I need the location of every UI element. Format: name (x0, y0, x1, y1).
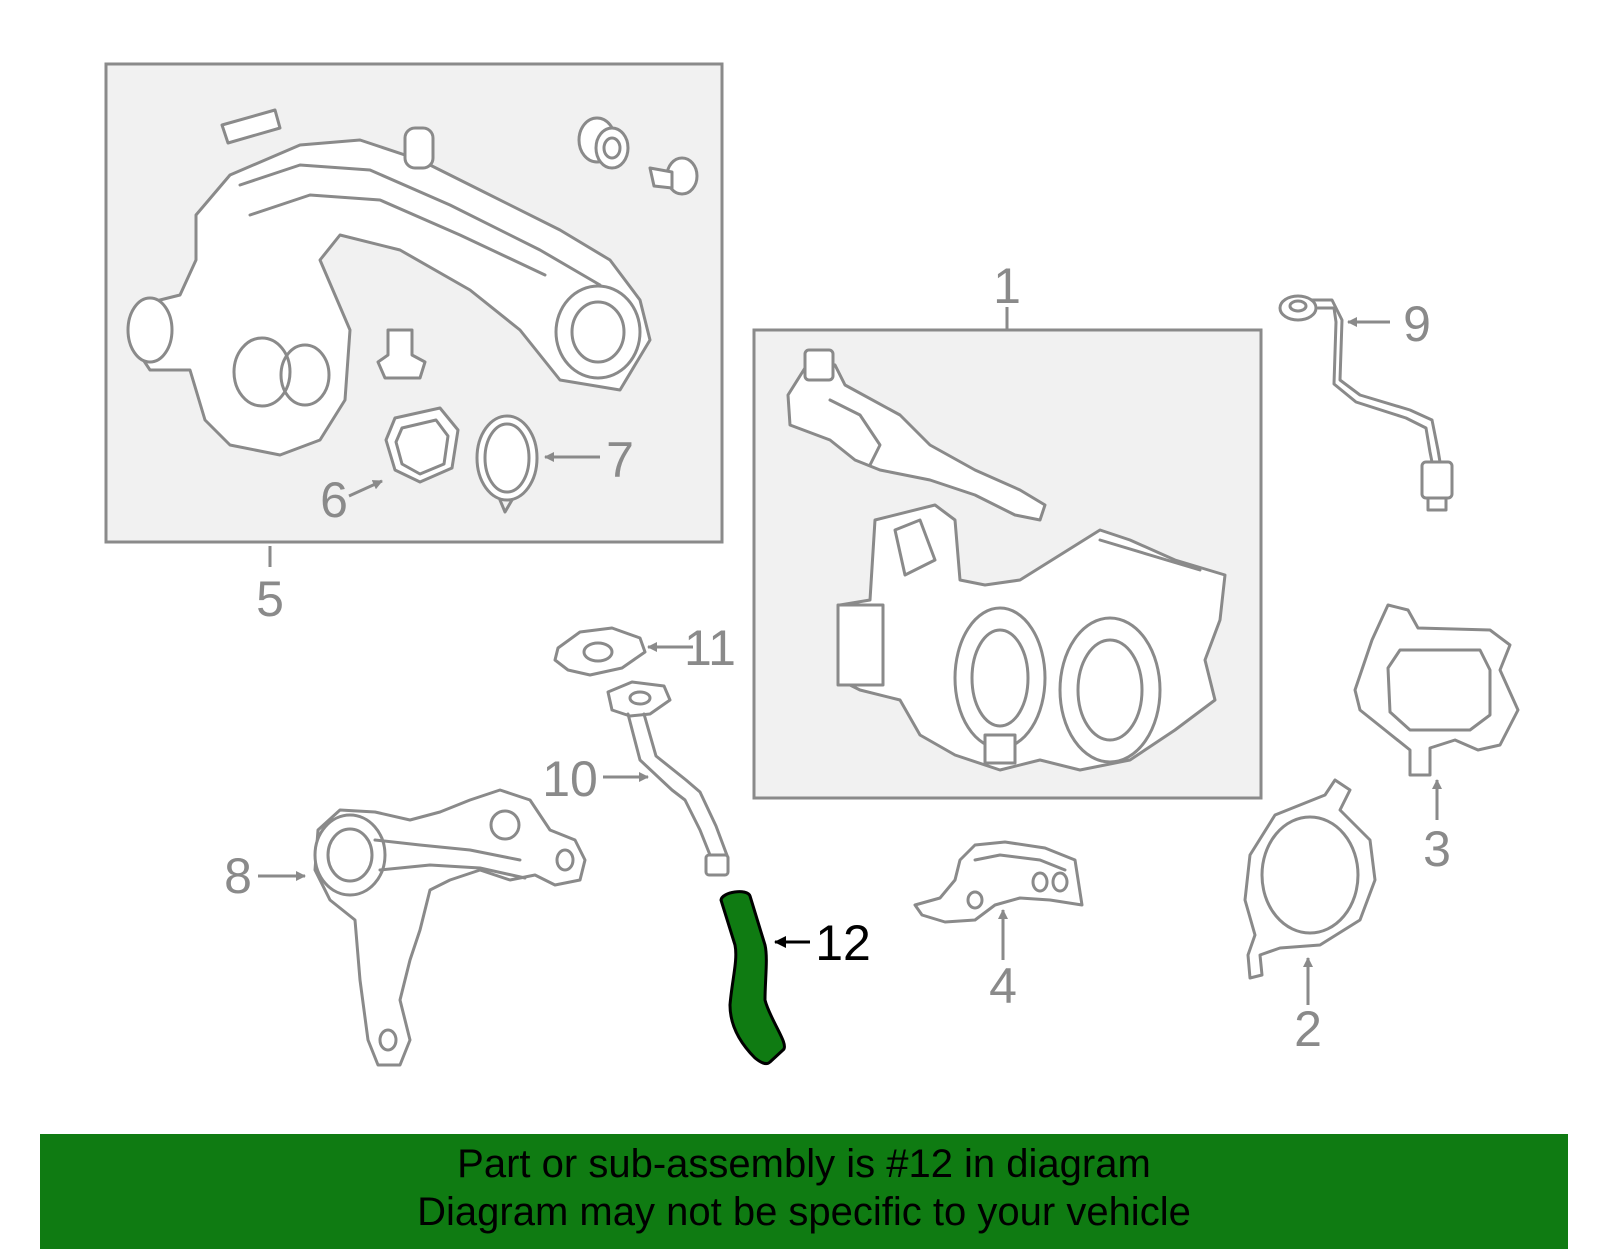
callout-10: 10 (542, 751, 598, 807)
callout-4: 4 (989, 958, 1017, 1014)
part-9-sensor (1278, 294, 1454, 512)
callout-11: 11 (684, 620, 736, 676)
part-4-bracket (913, 840, 1084, 924)
callout-6: 6 (320, 472, 348, 528)
callout-7: 7 (606, 432, 634, 488)
assembly-box-5 (104, 62, 724, 544)
part-11-gasket (553, 626, 647, 677)
banner-line-1: Part or sub-assembly is #12 in diagram (457, 1142, 1151, 1186)
part-2-gasket (1243, 778, 1377, 980)
info-banner: Part or sub-assembly is #12 in diagram D… (40, 1134, 1568, 1249)
callout-12: 12 (815, 915, 871, 971)
banner-line-2: Diagram may not be specific to your vehi… (417, 1190, 1191, 1234)
assembly-box-1 (752, 328, 1263, 800)
callout-2: 2 (1294, 1001, 1322, 1057)
callout-5: 5 (256, 571, 284, 627)
part-10-pipe (606, 680, 730, 877)
part-8-housing (313, 788, 587, 1067)
leader-lines (258, 307, 1442, 1005)
part-3-gasket (1353, 603, 1520, 777)
callout-8: 8 (224, 848, 252, 904)
callout-3: 3 (1423, 821, 1451, 877)
callout-1: 1 (993, 258, 1021, 314)
callout-9: 9 (1403, 296, 1431, 352)
part-12-hose (719, 890, 786, 1066)
